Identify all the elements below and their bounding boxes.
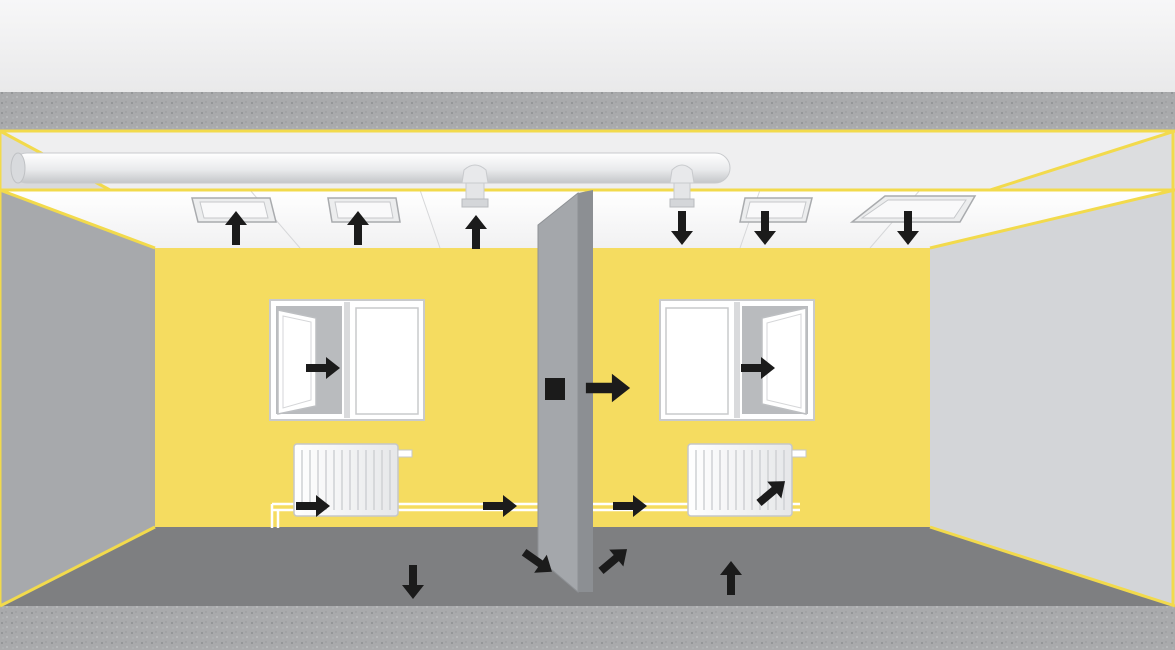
extract-grille-left-2	[327, 197, 401, 223]
airflow-arrow-floor-left	[402, 565, 424, 599]
airflow-arrow-door-undercut-right	[598, 549, 628, 574]
airflow-arrow-extract-diffuser	[465, 215, 487, 249]
airflow-arrow-extract-grille-1	[225, 211, 247, 245]
airflow-arrow-window-right	[741, 357, 775, 379]
airflow-arrow-door-undercut-left	[521, 548, 552, 573]
ceiling-slab	[0, 92, 1175, 130]
airflow-arrows	[225, 211, 919, 599]
airflow-arrow-radiator-left	[296, 495, 330, 517]
window-right	[659, 299, 815, 421]
upper-floor-area	[0, 0, 1175, 92]
airflow-arrow-supply-grille-1	[754, 211, 776, 245]
radiator-right	[687, 443, 807, 517]
airflow-arrow-floor-right	[720, 561, 742, 595]
airflow-arrow-extract-grille-2	[347, 211, 369, 245]
room-outline	[0, 129, 1175, 608]
airflow-arrow-pipe-left	[483, 495, 517, 517]
window-right-open-sash	[761, 307, 807, 415]
left-side-wall	[0, 190, 155, 606]
window-left	[269, 299, 425, 421]
right-side-wall	[930, 190, 1175, 606]
airflow-arrow-window-left	[306, 357, 340, 379]
extract-grille-left-1	[191, 197, 277, 223]
airflow-arrow-pipe-right	[613, 495, 647, 517]
duct-drop-right	[669, 164, 695, 208]
floor-slab	[0, 606, 1175, 650]
supply-grille-right-2	[849, 195, 977, 223]
window-left-open-sash	[277, 309, 317, 415]
supply-grille-right-1	[739, 197, 813, 223]
airflow-arrow-supply-grille-2	[897, 211, 919, 245]
airflow-arrow-radiator-right	[756, 481, 786, 506]
duct-drop-left	[461, 164, 489, 208]
transfer-opening	[545, 378, 565, 400]
airflow-arrow-transfer-opening	[585, 373, 631, 403]
ventilation-duct	[10, 152, 731, 184]
radiator-left	[293, 443, 413, 517]
airflow-arrow-supply-diffuser	[671, 211, 693, 245]
